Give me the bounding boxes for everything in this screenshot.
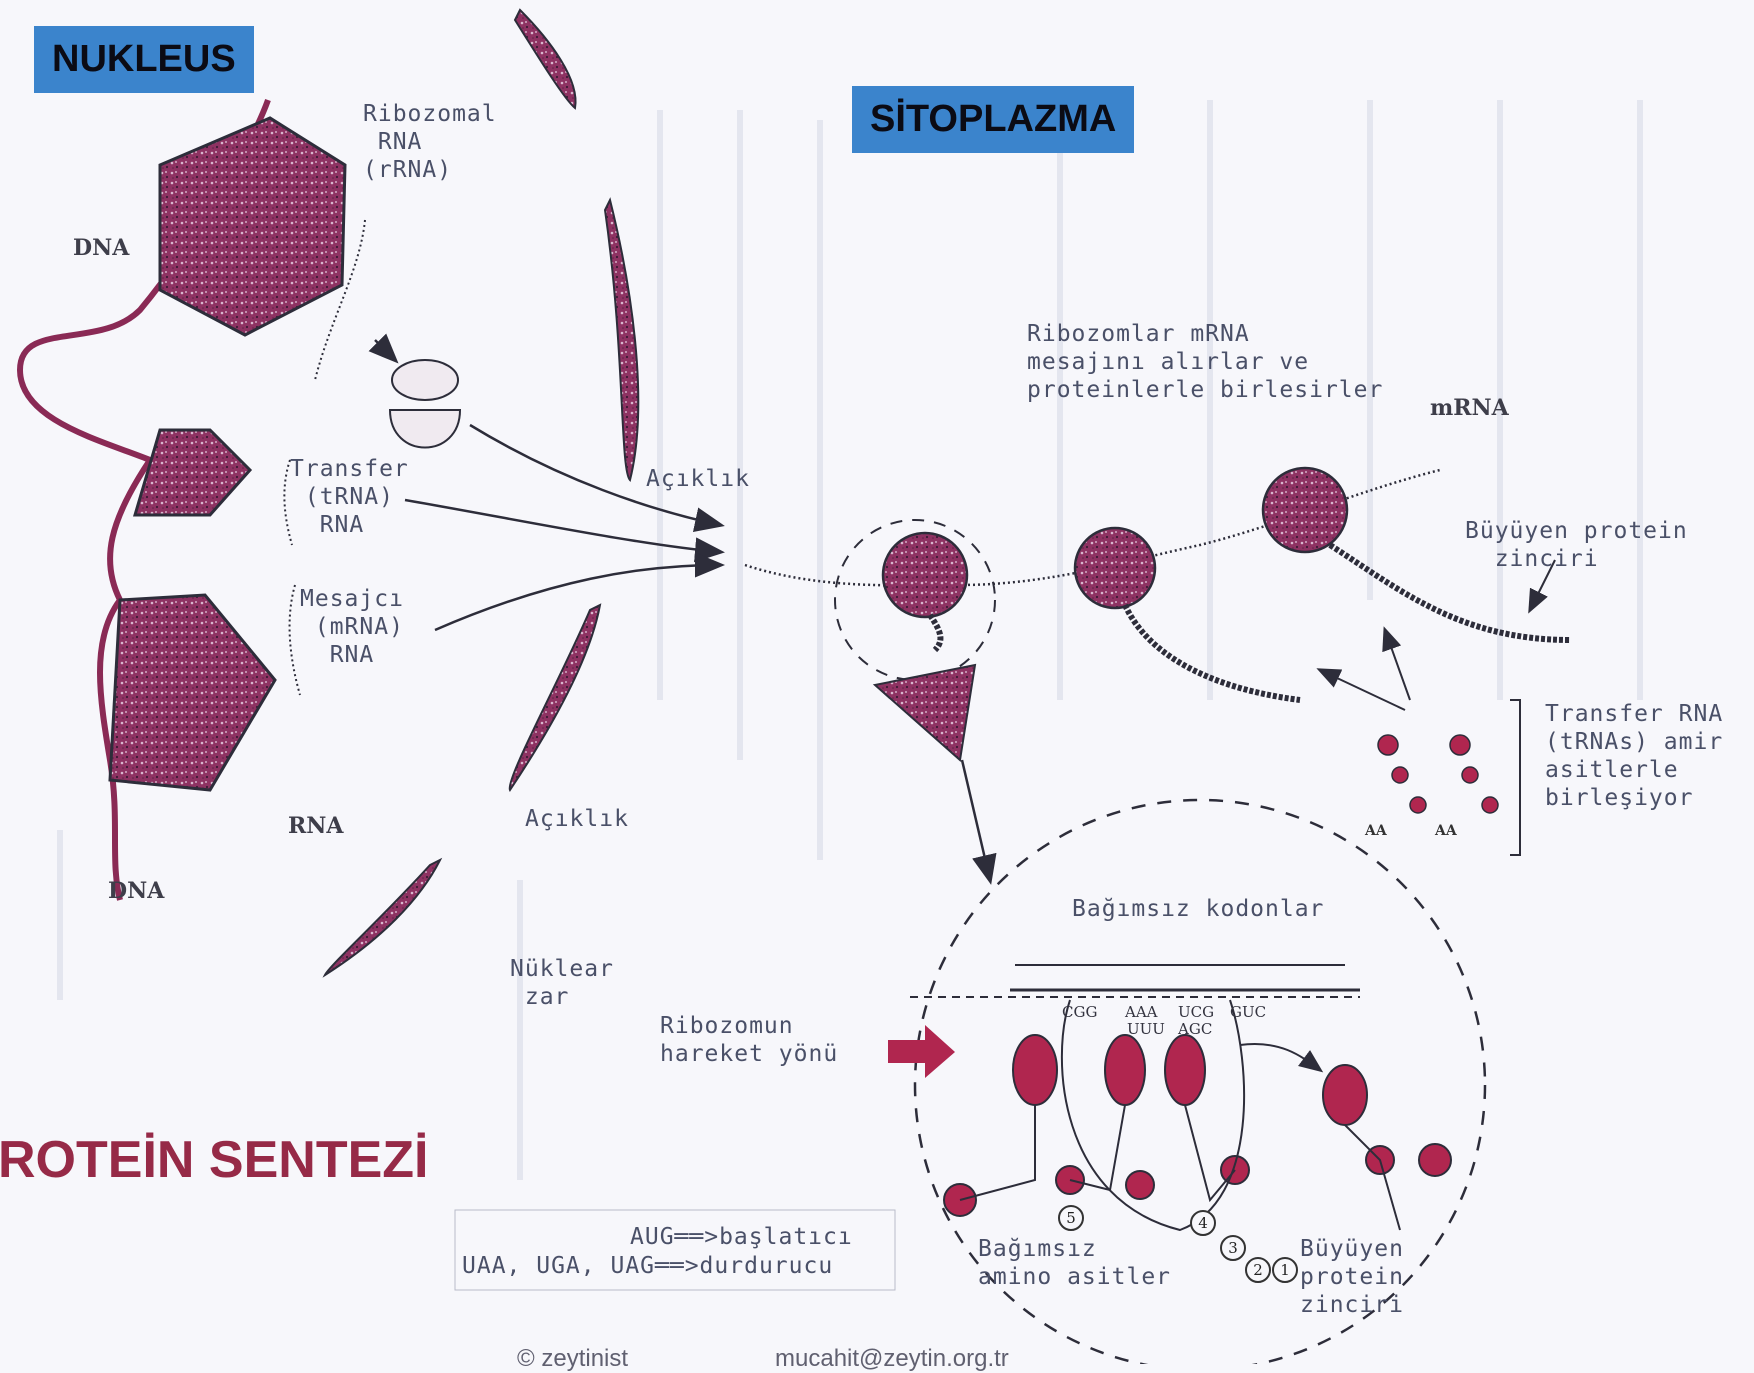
- growing-chain-label-1: Büyüyen protein zinciri: [1465, 517, 1688, 573]
- cytoplasm-label: SİTOPLAZMA: [852, 86, 1134, 153]
- trna-amino-label: Transfer RNA (tRNAs) amir asitlerle birl…: [1545, 700, 1723, 812]
- aa-label-1: AA: [1365, 823, 1387, 839]
- zoom-funnel: [875, 665, 975, 760]
- ribosomes: [883, 468, 1347, 617]
- ribosome-direction-label: Ribozomun hareket yönü: [660, 1012, 838, 1068]
- rna-label: RNA: [288, 813, 343, 840]
- free-codons-label: Bağımsız kodonlar: [1072, 895, 1324, 923]
- codon-1: CGG: [1062, 1003, 1097, 1021]
- dna-label-top: DNA: [73, 235, 129, 262]
- dna-blob-bottom: [110, 595, 275, 790]
- codon-3-anticodon: AGC: [1178, 1020, 1212, 1038]
- stop-codons-label: UAA, UGA, UAG══>durdurucu: [462, 1252, 833, 1280]
- amino-number-3: 3: [1220, 1235, 1246, 1261]
- transfer-rna-label: Transfer (tRNA) RNA: [290, 455, 409, 539]
- codon-3: UCG: [1178, 1003, 1214, 1021]
- messenger-rna-label: Mesajcı (mRNA) RNA: [300, 585, 404, 669]
- nucleus-label: NUKLEUS: [34, 26, 254, 93]
- page-title: ROTEİN SENTEZİ: [0, 1130, 428, 1190]
- trna-group: [944, 1035, 1451, 1216]
- direction-arrow: [888, 1025, 955, 1078]
- mrna-label: mRNA: [1430, 395, 1509, 422]
- amino-number-2: 2: [1245, 1257, 1271, 1283]
- codon-4: GUC: [1230, 1003, 1266, 1021]
- growing-chain-label-2: Büyüyen protein zinciri: [1300, 1235, 1404, 1319]
- footer-email: mucahit@zeytin.org.tr: [775, 1345, 1009, 1373]
- amino-number-5: 5: [1058, 1205, 1084, 1231]
- aa-label-2: AA: [1435, 823, 1457, 839]
- footer-copyright: © zeytinist: [517, 1345, 628, 1373]
- mini-trnas: [1378, 735, 1498, 813]
- dna-blob-top: [160, 118, 345, 335]
- amino-number-1: 1: [1272, 1257, 1298, 1283]
- gap-label-1: Açıklık: [646, 465, 750, 493]
- ribosome-message-label: Ribozomlar mRNA mesajını alırlar ve prot…: [1027, 320, 1383, 404]
- ribosomal-rna-label: Ribozomal RNA (rRNA): [363, 100, 497, 184]
- codon-2: AAA: [1125, 1003, 1158, 1021]
- amino-number-4: 4: [1190, 1210, 1216, 1236]
- dna-blob-middle: [135, 430, 250, 515]
- free-amino-acids-label: Bağımsız amino asitler: [978, 1235, 1171, 1291]
- gap-label-2: Açıklık: [525, 805, 629, 833]
- start-codon-label: AUG══>başlatıcı: [630, 1223, 853, 1251]
- dna-label-bottom: DNA: [108, 878, 164, 905]
- ribosome-subunits: [390, 360, 460, 448]
- nuclear-envelope-label: Nüklear zar: [510, 955, 614, 1011]
- codon-2-anticodon: UUU: [1127, 1020, 1165, 1038]
